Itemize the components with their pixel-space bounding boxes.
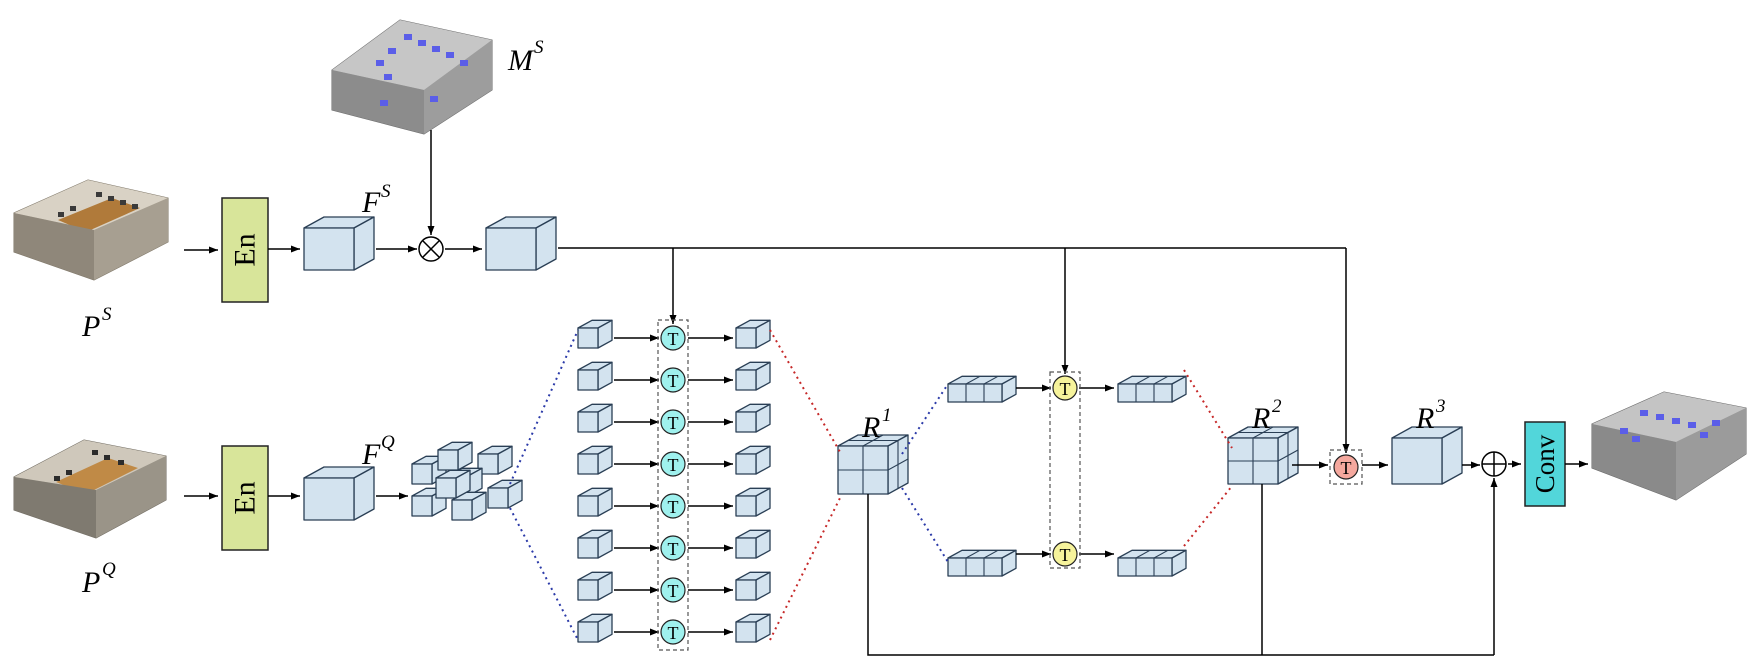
multiply-operator xyxy=(418,236,444,262)
label-ms: M S xyxy=(507,37,544,77)
label-fs: F S xyxy=(361,181,391,219)
t-node-stage1-8: T xyxy=(660,619,686,645)
patch-in-cube-1 xyxy=(577,319,613,349)
query-patch-cube-3 xyxy=(477,445,513,475)
label-ps: P S xyxy=(81,304,112,343)
label-r2: R 2 xyxy=(1251,396,1282,435)
patch-in-cube-2 xyxy=(577,361,613,391)
query-patch-cube-8 xyxy=(435,469,471,499)
patch-in-cube-3 xyxy=(577,403,613,433)
query-patch-cube-5 xyxy=(487,479,523,509)
t-node-stage1-5-label: T xyxy=(668,497,679,517)
patch-out-cube-8 xyxy=(735,613,771,643)
t-node-stage1-2-label: T xyxy=(668,371,679,391)
label-r1: R 1 xyxy=(861,405,892,444)
t-node-stage1-1: T xyxy=(660,325,686,351)
conv-block: Conv xyxy=(1524,421,1566,507)
svg-text:Q: Q xyxy=(102,559,116,580)
branch-out-cube-bottom xyxy=(1117,549,1187,577)
patch-in-cube-5 xyxy=(577,487,613,517)
encoder-block-support: En xyxy=(221,197,269,303)
label-r3: R 3 xyxy=(1415,396,1446,435)
patch-out-cube-2 xyxy=(735,361,771,391)
t-node-stage1-4-label: T xyxy=(668,455,679,475)
cube-fq xyxy=(303,466,375,521)
t-node-stage1-1-label: T xyxy=(668,329,679,349)
patch-in-cube-7 xyxy=(577,571,613,601)
svg-text:1: 1 xyxy=(882,405,892,426)
t-node-stage2-top-label: T xyxy=(1060,379,1071,399)
feature-cubes xyxy=(303,216,1463,643)
patch-out-cube-7 xyxy=(735,571,771,601)
connections xyxy=(184,130,1588,656)
branch-out-cube-top xyxy=(1117,375,1187,403)
svg-text:3: 3 xyxy=(1435,396,1446,417)
svg-text:R: R xyxy=(1251,402,1270,435)
encoder-label-query: En xyxy=(229,481,262,514)
t-node-stage1-7-label: T xyxy=(668,581,679,601)
t-node-stage1-3-label: T xyxy=(668,413,679,433)
add-operator xyxy=(1481,451,1507,477)
t-node-stage2-top: T xyxy=(1052,375,1078,401)
svg-text:F: F xyxy=(361,438,381,471)
t-node-stage1-7: T xyxy=(660,577,686,603)
query-patch-cube-2 xyxy=(437,441,473,471)
cube-r1 xyxy=(837,434,909,495)
conv-label: Conv xyxy=(1530,434,1560,493)
patch-in-cube-6 xyxy=(577,529,613,559)
svg-text:S: S xyxy=(102,304,112,325)
svg-text:2: 2 xyxy=(1272,396,1282,417)
t-node-stage1-8-label: T xyxy=(668,623,679,643)
transformer-nodes: T T T T T T T T T T T xyxy=(660,325,1359,645)
t-node-stage1-3: T xyxy=(660,409,686,435)
svg-text:R: R xyxy=(861,411,880,444)
encoder-block-query: En xyxy=(221,445,269,551)
cube-fs xyxy=(303,216,375,271)
branch-in-cube-top xyxy=(947,375,1017,403)
cube-masked-support xyxy=(485,216,557,271)
patch-in-cube-4 xyxy=(577,445,613,475)
t-node-stage3-label: T xyxy=(1341,458,1352,478)
svg-text:M: M xyxy=(507,44,535,77)
encoder-label-support: En xyxy=(229,233,262,266)
svg-text:P: P xyxy=(81,566,100,599)
branch-in-cube-bottom xyxy=(947,549,1017,577)
svg-text:P: P xyxy=(81,310,100,343)
t-node-stage2-bottom-label: T xyxy=(1060,545,1071,565)
t-node-stage1-4: T xyxy=(660,451,686,477)
skip-r1-bottom xyxy=(867,494,1494,656)
patch-out-cube-3 xyxy=(735,403,771,433)
patch-out-cube-6 xyxy=(735,529,771,559)
patch-out-cube-1 xyxy=(735,319,771,349)
svg-text:R: R xyxy=(1415,402,1434,435)
patch-out-cube-4 xyxy=(735,445,771,475)
patch-out-cube-5 xyxy=(735,487,771,517)
svg-text:S: S xyxy=(381,181,391,202)
t-node-stage1-5: T xyxy=(660,493,686,519)
t-node-stage3: T xyxy=(1333,454,1359,480)
t-node-stage1-6-label: T xyxy=(668,539,679,559)
t-node-stage2-bottom: T xyxy=(1052,541,1078,567)
patch-in-cube-8 xyxy=(577,613,613,643)
split-dotted-lines xyxy=(509,329,1233,641)
query-scene-image xyxy=(13,439,167,539)
t-node-stage1-6: T xyxy=(660,535,686,561)
svg-text:Q: Q xyxy=(381,432,395,453)
output-segmentation-image xyxy=(1591,391,1747,501)
cube-r3 xyxy=(1391,426,1463,485)
query-patch-cube-7 xyxy=(451,491,487,521)
label-pq: P Q xyxy=(81,559,116,599)
support-scene-image xyxy=(13,179,169,281)
label-fq: F Q xyxy=(361,432,395,471)
svg-text:F: F xyxy=(361,186,381,219)
t-node-stage1-2: T xyxy=(660,367,686,393)
transformer-groups xyxy=(657,319,1363,651)
support-mask-image xyxy=(331,19,493,135)
svg-text:S: S xyxy=(534,37,544,58)
cube-r2 xyxy=(1227,426,1299,485)
